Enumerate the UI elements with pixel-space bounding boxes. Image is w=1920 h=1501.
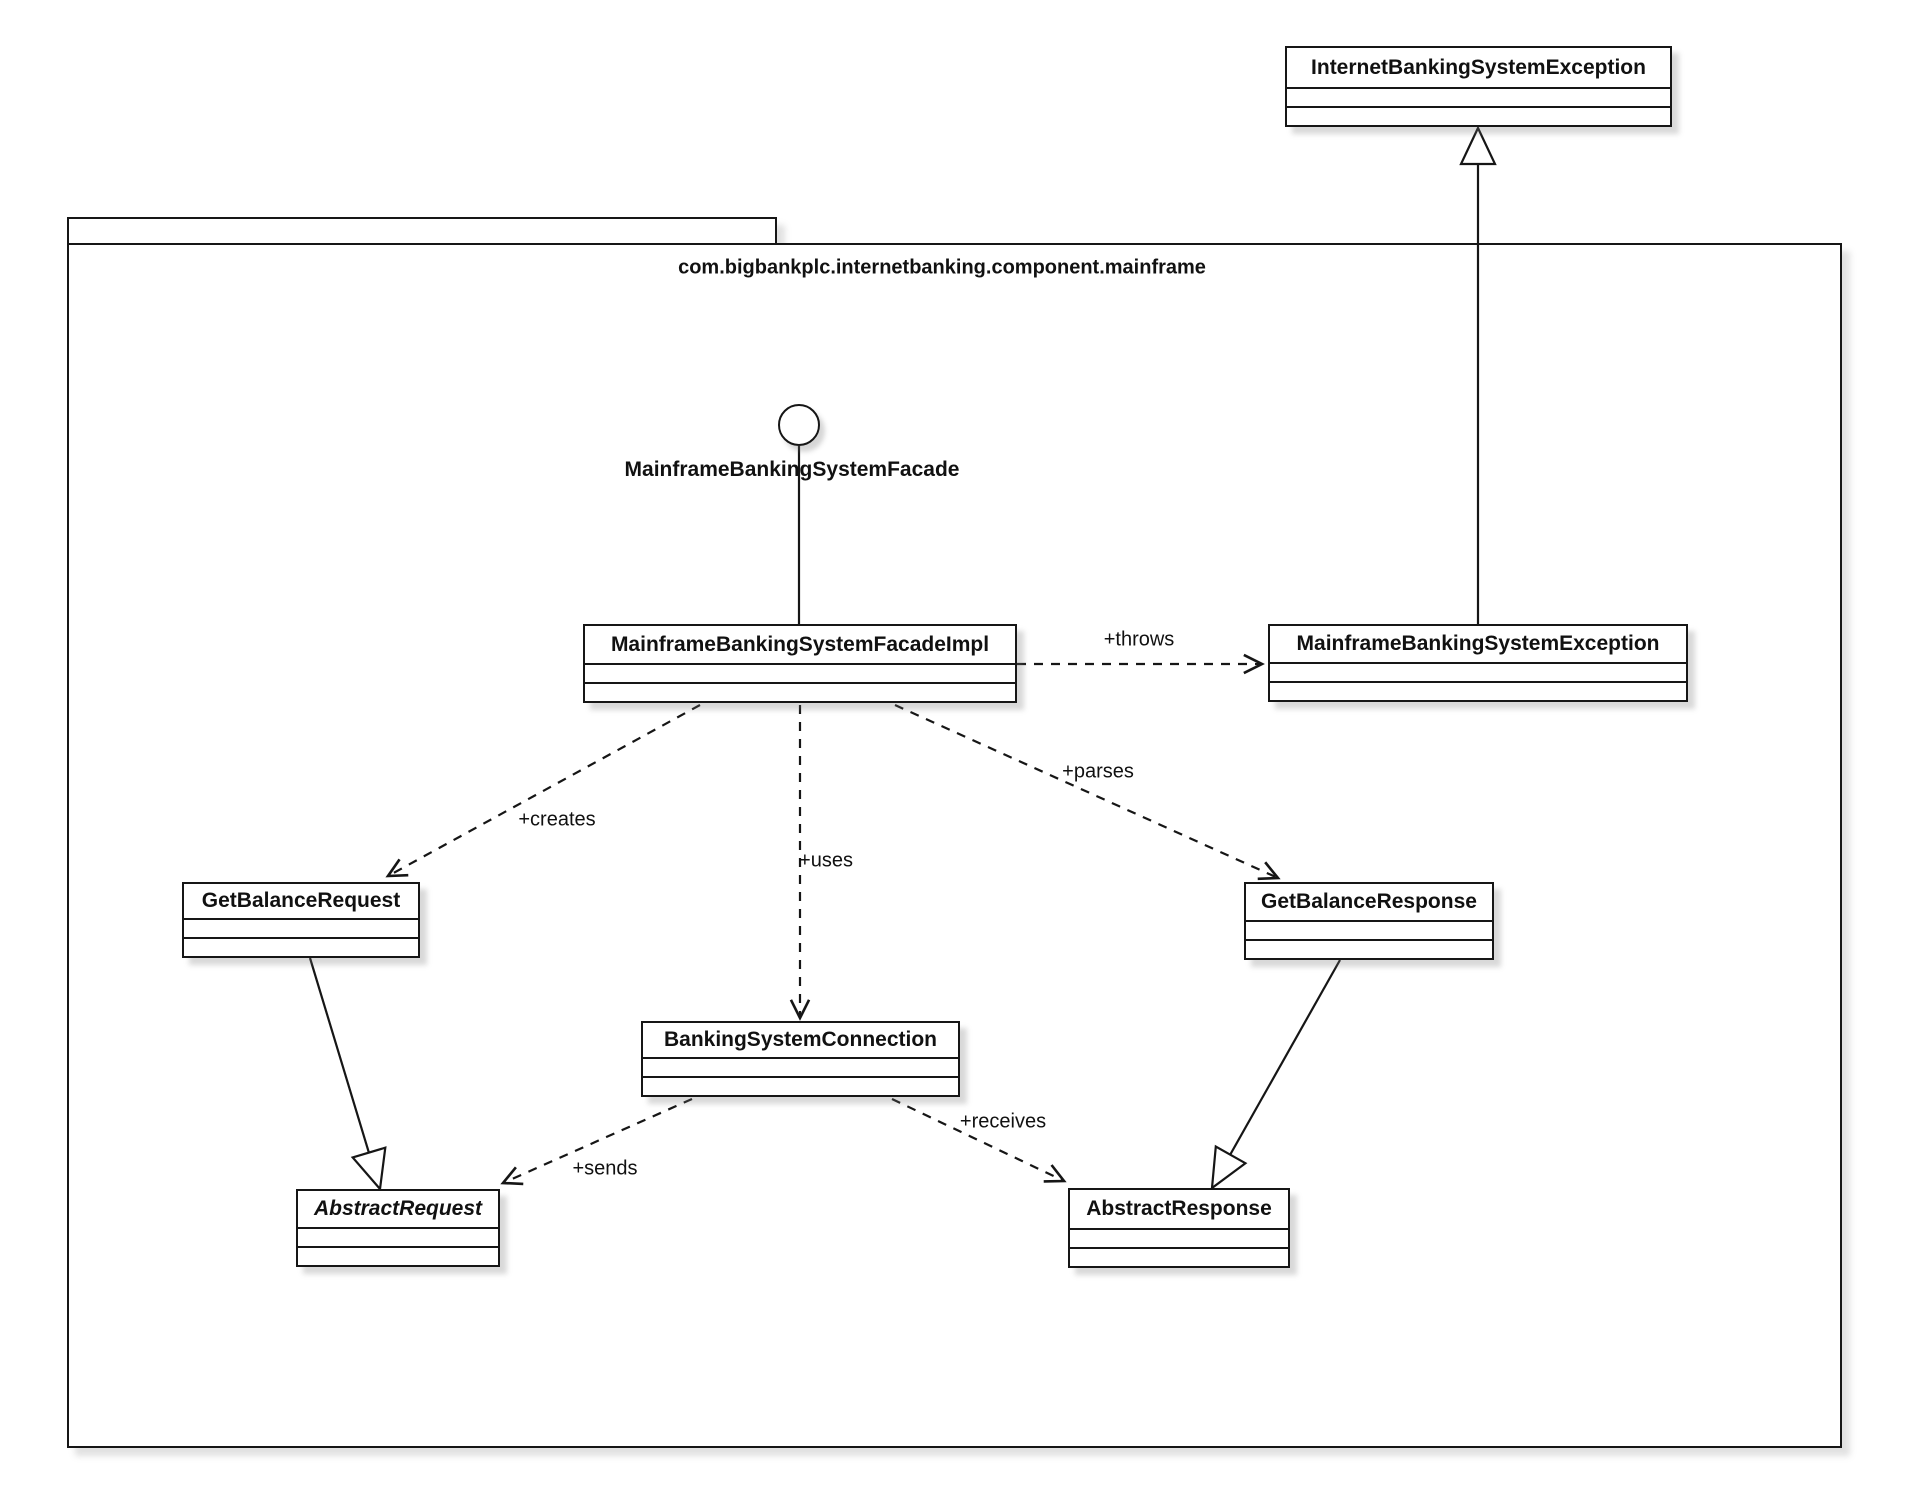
interface-name: MainframeBankingSystemFacade: [624, 458, 960, 481]
package-title: com.bigbankplc.internetbanking.component…: [678, 256, 1206, 279]
attributes-compartment: [184, 918, 418, 937]
class-banking-system-connection: BankingSystemConnection: [641, 1021, 960, 1097]
attributes-compartment: [298, 1227, 498, 1246]
operations-compartment: [184, 937, 418, 956]
label-creates: +creates: [518, 808, 596, 831]
class-name: BankingSystemConnection: [663, 1028, 938, 1051]
label-receives: +receives: [959, 1110, 1047, 1133]
class-name: MainframeBankingSystemException: [1296, 632, 1660, 655]
class-abstract-response: AbstractResponse: [1068, 1188, 1290, 1268]
class-get-balance-response: GetBalanceResponse: [1244, 882, 1494, 960]
operations-compartment: [1287, 106, 1670, 125]
label-throws: +throws: [1103, 628, 1175, 651]
class-name: GetBalanceResponse: [1261, 890, 1477, 913]
operations-compartment: [585, 682, 1015, 701]
attributes-compartment: [1246, 920, 1492, 939]
package-body: [67, 243, 1842, 1448]
operations-compartment: [1070, 1247, 1288, 1266]
class-name: AbstractRequest: [313, 1197, 483, 1220]
class-mainframe-banking-system-facade-impl: MainframeBankingSystemFacadeImpl: [583, 624, 1017, 703]
operations-compartment: [1270, 681, 1686, 700]
attributes-compartment: [585, 663, 1015, 682]
class-internet-banking-system-exception: InternetBankingSystemException: [1285, 46, 1672, 127]
generalization-exception-triangle-icon: [1459, 125, 1497, 166]
class-name: MainframeBankingSystemFacadeImpl: [610, 632, 990, 656]
attributes-compartment: [1287, 87, 1670, 106]
package-tab: [67, 217, 777, 243]
label-uses: +uses: [799, 849, 853, 872]
class-mainframe-banking-system-exception: MainframeBankingSystemException: [1268, 624, 1688, 702]
attributes-compartment: [1270, 662, 1686, 681]
attributes-compartment: [1070, 1228, 1288, 1247]
class-name: AbstractResponse: [1086, 1197, 1272, 1220]
operations-compartment: [298, 1246, 498, 1265]
class-get-balance-request: GetBalanceRequest: [182, 882, 420, 958]
label-parses: +parses: [1062, 760, 1134, 783]
provided-interface-lollipop-icon: [778, 404, 820, 446]
operations-compartment: [1246, 939, 1492, 958]
label-sends: +sends: [572, 1157, 638, 1180]
operations-compartment: [643, 1076, 958, 1095]
class-name: GetBalanceRequest: [201, 889, 401, 912]
class-abstract-request: AbstractRequest: [296, 1189, 500, 1267]
class-name: InternetBankingSystemException: [1311, 55, 1646, 79]
attributes-compartment: [643, 1057, 958, 1076]
